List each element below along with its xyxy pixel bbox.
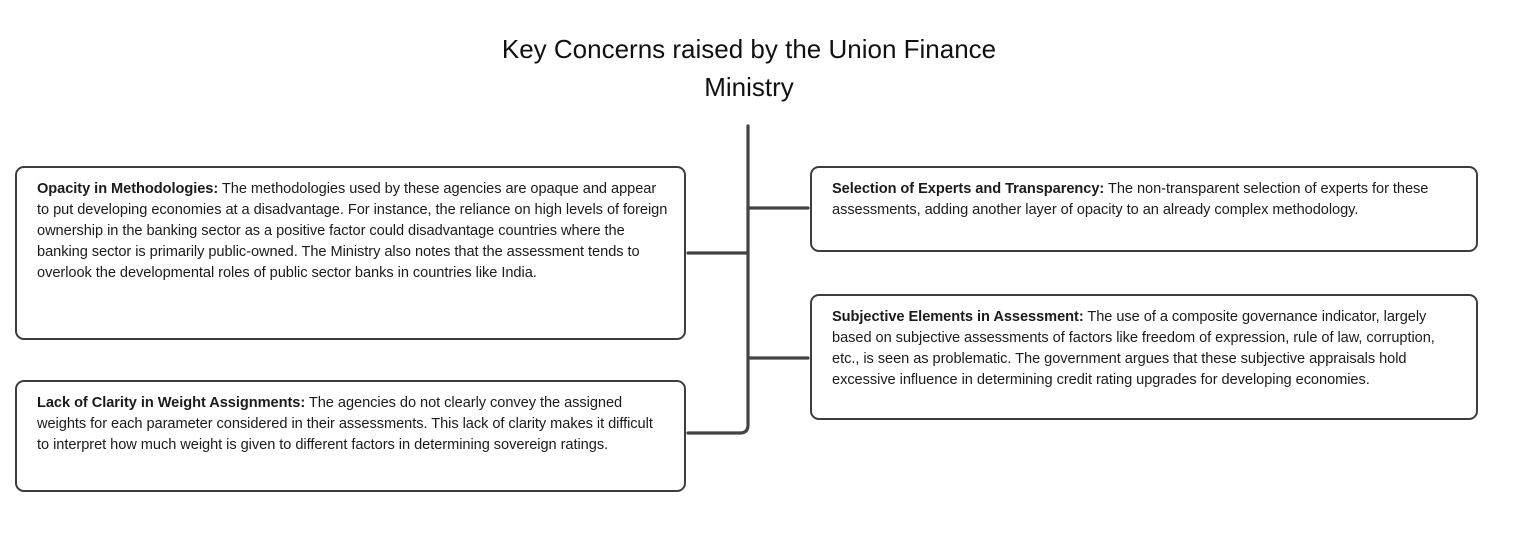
node-subjective-elements-in-assessment[interactable]: Subjective Elements in Assessment: The u… <box>810 294 1478 420</box>
trunk-line <box>686 124 750 435</box>
node-selection-of-experts-and-transparency[interactable]: Selection of Experts and Transparency: T… <box>810 166 1478 252</box>
node-weights-body: The agencies do not clearly convey the a… <box>37 395 653 453</box>
node-subjective-body: The use of a composite governance indica… <box>832 309 1435 388</box>
node-opacity-body: The methodologies used by these agencies… <box>37 181 668 281</box>
node-subjective-lead: Subjective Elements in Assessment: <box>832 309 1084 325</box>
node-experts-body: The non-transparent selection of experts… <box>832 181 1429 218</box>
node-lack-of-clarity-in-weight-assignments[interactable]: Lack of Clarity in Weight Assignments: T… <box>15 380 686 492</box>
node-opacity-lead: Opacity in Methodologies: <box>37 181 219 197</box>
node-weights-lead: Lack of Clarity in Weight Assignments: <box>37 395 306 411</box>
node-experts-lead: Selection of Experts and Transparency: <box>832 181 1105 197</box>
page-title: Key Concerns raised by the Union Finance… <box>501 34 997 102</box>
node-opacity-in-methodologies[interactable]: Opacity in Methodologies: The methodolog… <box>15 166 686 340</box>
